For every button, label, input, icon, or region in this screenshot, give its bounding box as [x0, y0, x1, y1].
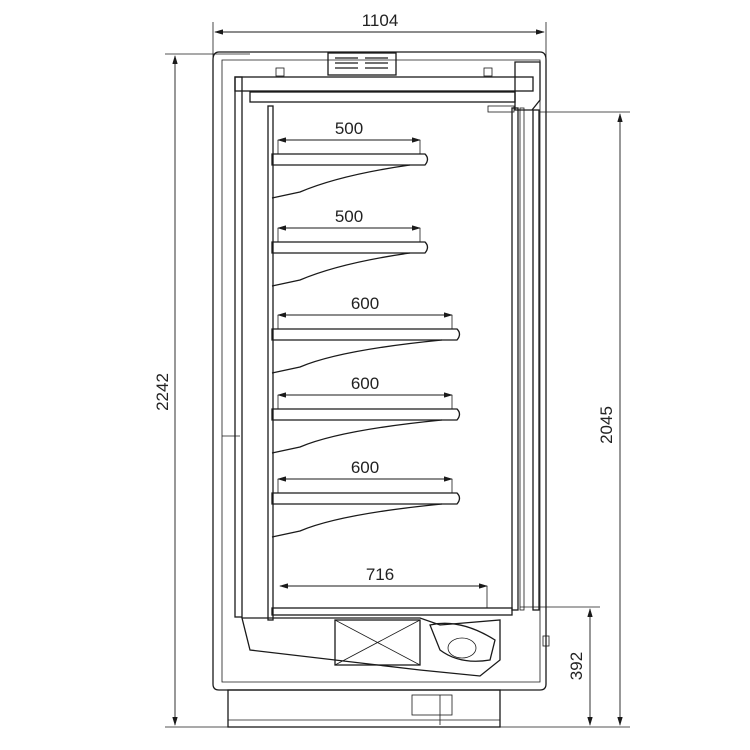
shelf-depth-label: 600: [351, 294, 379, 313]
shelf-bracket: [271, 164, 411, 199]
shelf-bracket: [271, 503, 443, 538]
shelf: 500: [271, 119, 429, 199]
shelf: 600: [271, 294, 461, 374]
shelf-bracket: [271, 339, 443, 374]
width-label: 1104: [362, 11, 399, 30]
bottom-deck-dimension: 716: [279, 565, 488, 608]
shelf: 600: [271, 374, 461, 454]
condenser-vent: [327, 52, 397, 76]
width-dimension: 1104: [212, 11, 547, 60]
fan-icon: [429, 622, 496, 662]
height-dimension: 2242: [153, 53, 250, 728]
shelf-depth-label: 500: [335, 207, 363, 226]
base-height-label: 392: [567, 652, 586, 680]
cabinet-body: [212, 51, 550, 728]
shelf-depth-label: 500: [335, 119, 363, 138]
shelf-bracket: [271, 252, 411, 287]
base-height-dimension: 392: [520, 606, 600, 726]
shelf-depth-label: 600: [351, 458, 379, 477]
shelf-plate: [271, 492, 461, 505]
shelf: 500: [271, 207, 429, 287]
shelf-plate: [271, 153, 429, 166]
cabinet-base: [227, 689, 501, 728]
shelf-bracket: [271, 419, 443, 454]
bottom-deck-label: 716: [366, 565, 394, 584]
shelf-depth-label: 600: [351, 374, 379, 393]
shelf-plate: [271, 408, 461, 421]
shelves: 500 500 600 600 600: [271, 119, 461, 538]
opening-height-dimension: 2045: [500, 111, 630, 728]
shelf: 600: [271, 458, 461, 538]
height-label: 2242: [153, 373, 172, 411]
shelf-plate: [271, 328, 461, 341]
bottom-deck: [271, 607, 513, 616]
opening-height-label: 2045: [597, 406, 616, 444]
shelf-plate: [271, 241, 429, 254]
